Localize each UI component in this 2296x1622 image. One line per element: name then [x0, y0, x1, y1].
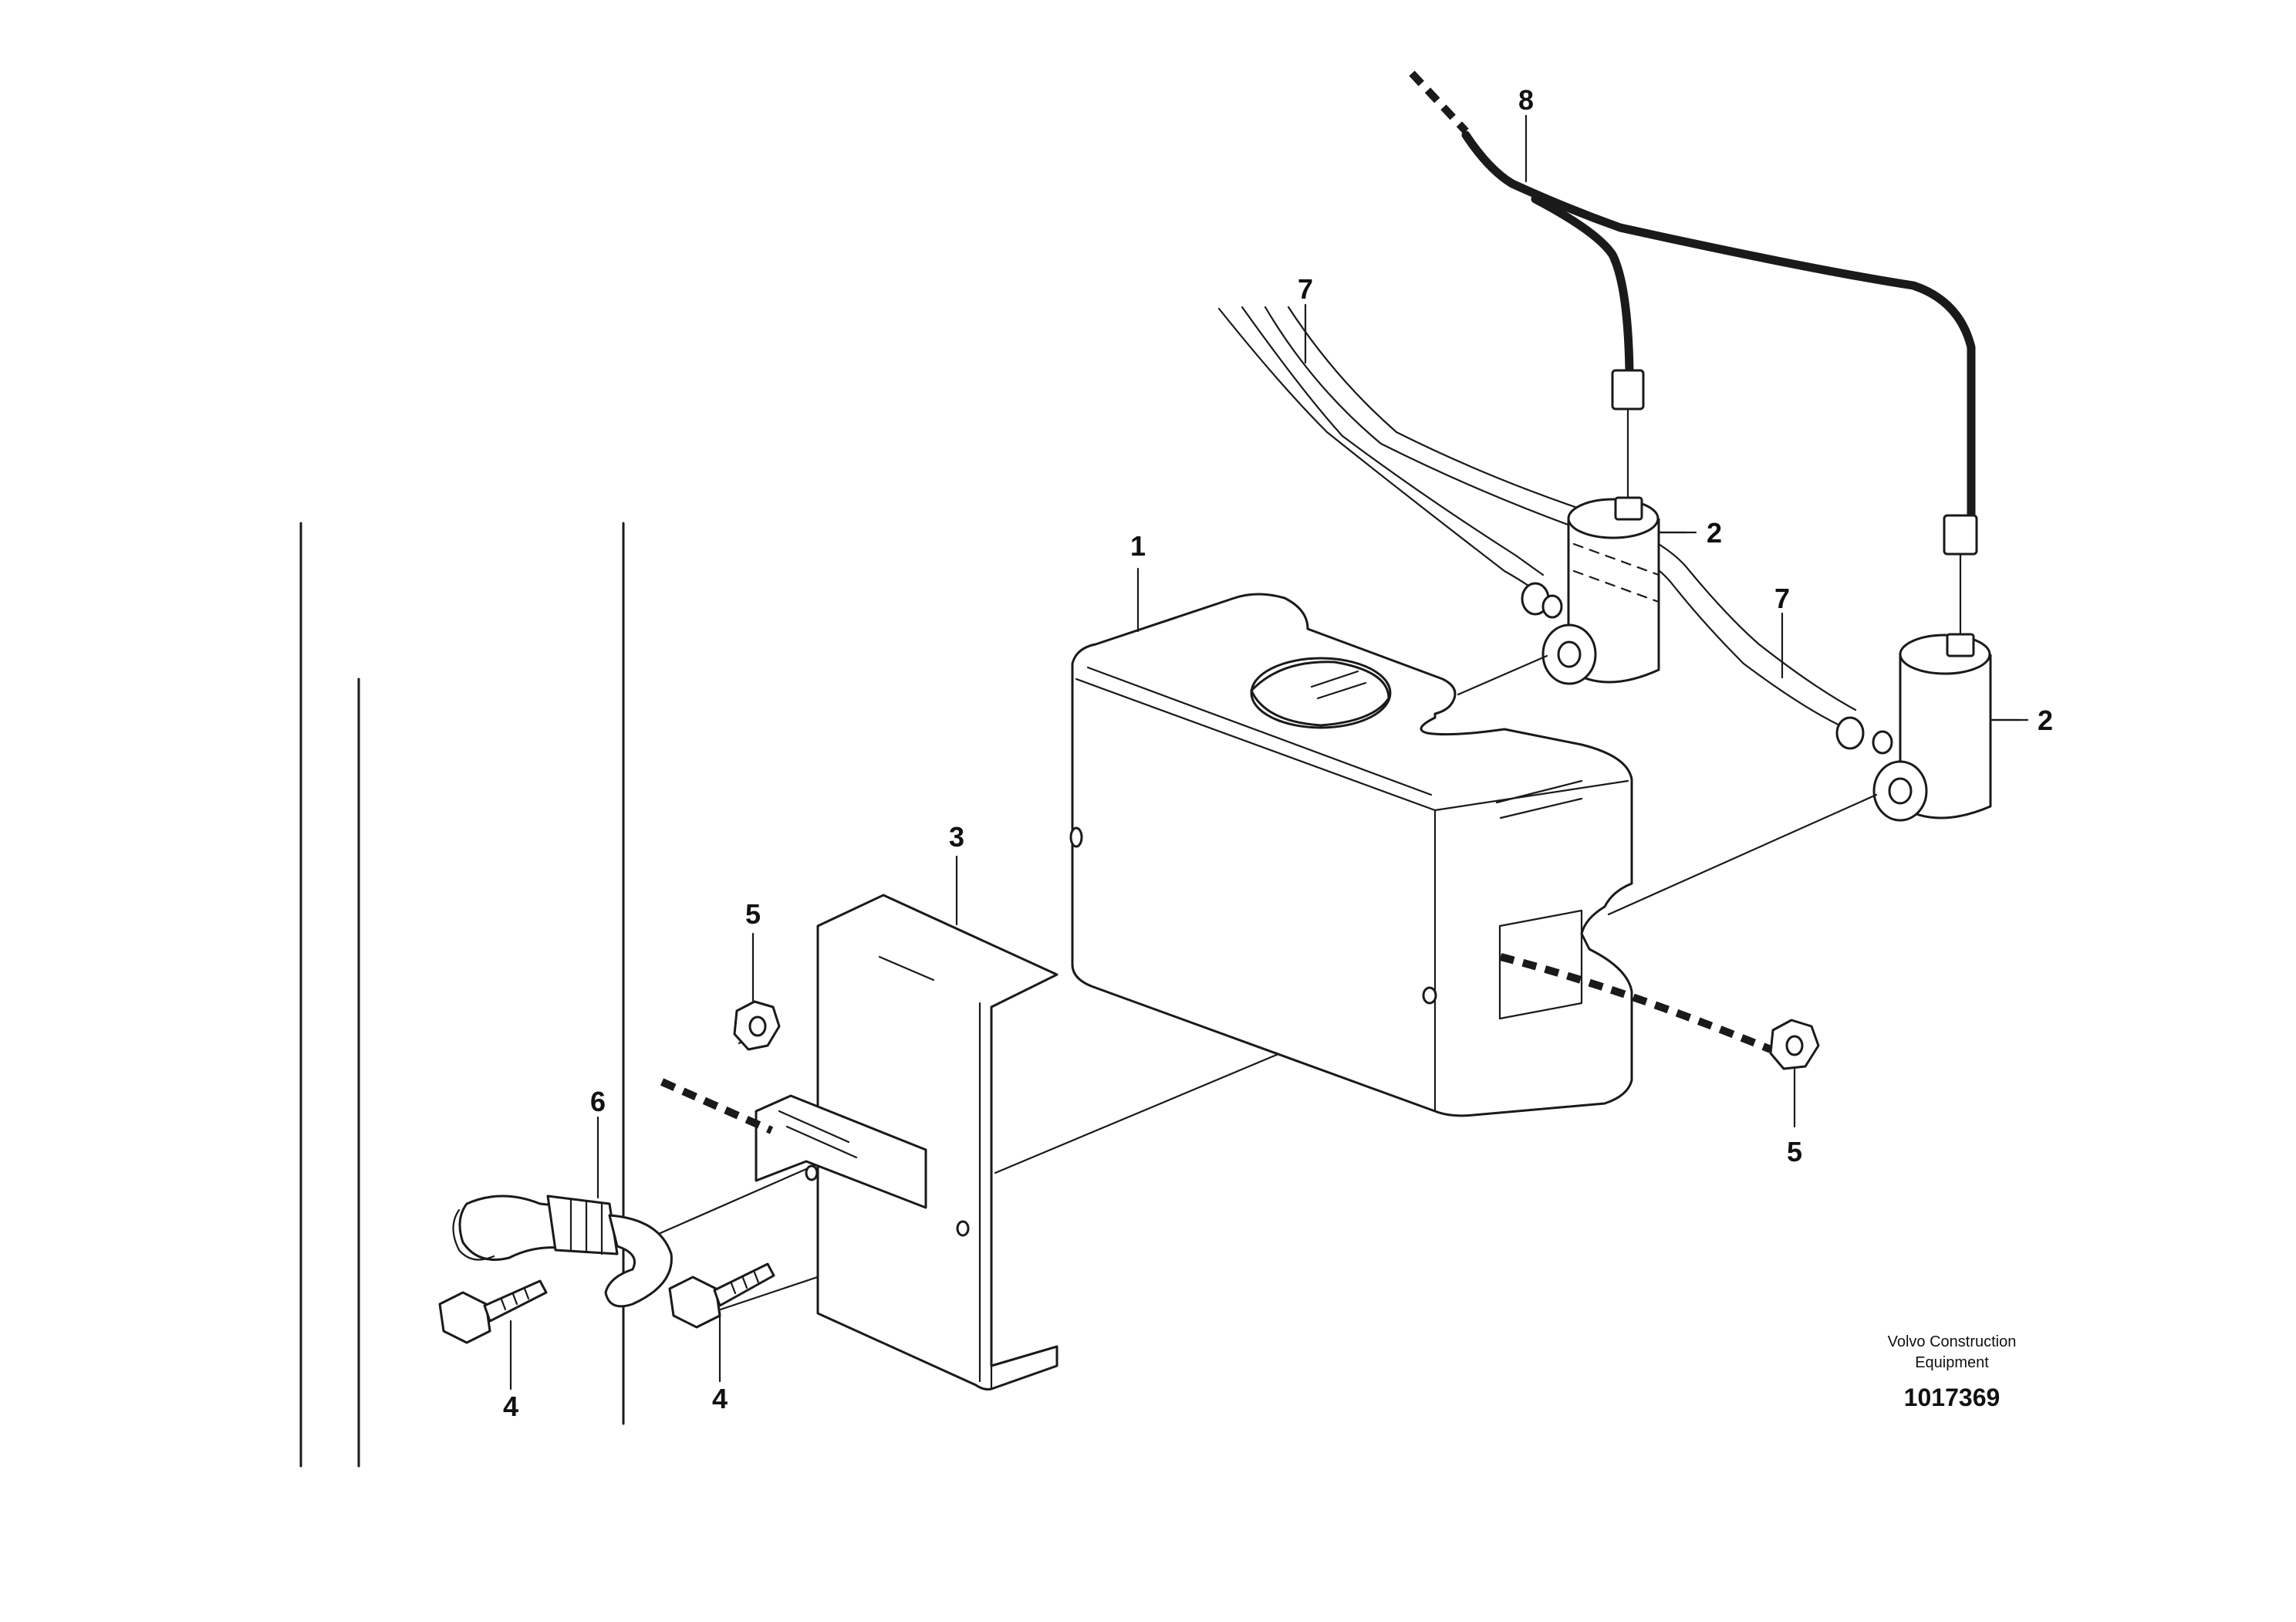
- washer-pump-upper: [1541, 496, 1687, 685]
- flange-nut-top: [660, 1000, 781, 1134]
- washer-pump-lower: [1872, 633, 2021, 822]
- washer-tank: [1069, 593, 1772, 1117]
- svg-text:2: 2: [2038, 705, 2053, 736]
- flange-screw-left: [438, 1279, 548, 1344]
- hose-clamp: [452, 1195, 673, 1308]
- callout-hose-lower: 7: [1774, 583, 1790, 679]
- callout-nut-top: 5: [745, 898, 761, 1002]
- company-name-line1: Volvo Construction: [1888, 1333, 2017, 1350]
- title-block: Volvo Construction Equipment 1017369: [1888, 1333, 2017, 1411]
- callout-hose-clamp: 6: [590, 1086, 606, 1199]
- flange-nut-right: [1769, 1019, 1820, 1070]
- mounting-bracket: [755, 894, 1059, 1391]
- callout-cable-harness: 8: [1518, 84, 1534, 183]
- svg-text:5: 5: [1787, 1136, 1802, 1168]
- callout-screw-left: 4: [503, 1320, 518, 1422]
- callout-pump-upper: 2: [1657, 517, 1722, 549]
- callout-pump-lower: 2: [1989, 705, 2053, 736]
- svg-text:3: 3: [949, 821, 964, 853]
- drawing-number: 1017369: [1904, 1384, 2001, 1411]
- svg-text:7: 7: [1774, 583, 1790, 614]
- svg-text:8: 8: [1518, 84, 1534, 116]
- svg-text:2: 2: [1707, 517, 1722, 549]
- callout-screw-right: 4: [712, 1310, 728, 1414]
- callout-bracket: 3: [949, 821, 964, 926]
- callout-tank: 1: [1130, 530, 1146, 633]
- svg-text:4: 4: [503, 1391, 518, 1422]
- cable-harness: [1409, 70, 1978, 639]
- company-name-line2: Equipment: [1915, 1354, 1989, 1371]
- svg-text:6: 6: [590, 1086, 606, 1117]
- svg-text:1: 1: [1130, 530, 1146, 562]
- flange-screw-right: [668, 1262, 775, 1329]
- svg-text:4: 4: [712, 1383, 728, 1414]
- callout-hose-upper: 7: [1298, 273, 1313, 364]
- svg-text:7: 7: [1298, 273, 1313, 305]
- svg-text:5: 5: [745, 898, 761, 930]
- callout-nut-right: 5: [1787, 1067, 1802, 1168]
